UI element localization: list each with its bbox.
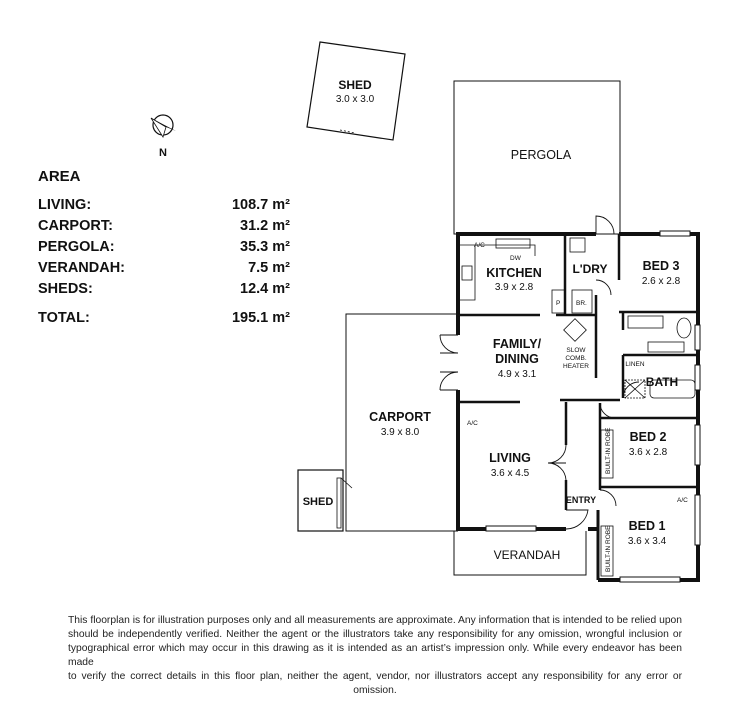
laundry-label: L'DRY xyxy=(572,262,607,276)
area-row-label: CARPORT: xyxy=(38,218,113,234)
family-dims: 4.9 x 3.1 xyxy=(498,369,537,380)
heater-label-line2: COMB. xyxy=(565,355,587,362)
living-dims: 3.6 x 4.5 xyxy=(491,468,530,479)
fixtures xyxy=(460,237,696,577)
area-row-label: LIVING: xyxy=(38,197,92,213)
broom-label: BR. xyxy=(576,300,587,307)
disclaimer-line-2: should be independently verified. Neithe… xyxy=(68,629,682,640)
bed2-label: BED 2 xyxy=(630,430,667,444)
heater-label-line1: SLOW xyxy=(566,347,586,354)
bed2-dims: 3.6 x 2.8 xyxy=(629,447,668,458)
area-row-value: 12.4 m² xyxy=(240,281,290,297)
area-row-label: SHEDS: xyxy=(38,281,93,297)
disclaimer: This floorplan is for illustration purpo… xyxy=(68,614,682,698)
dishwasher-label: DW xyxy=(510,255,522,262)
kitchen-ac-label: A/C xyxy=(474,242,485,249)
doors xyxy=(439,215,640,530)
area-row-verandah: VERANDAH: 7.5 m² xyxy=(38,258,290,279)
kitchen-dims: 3.9 x 2.8 xyxy=(495,282,534,293)
living-ac-label: A/C xyxy=(467,420,478,427)
area-total-label: TOTAL: xyxy=(38,310,90,326)
area-row-value: 7.5 m² xyxy=(248,260,290,276)
shed-top: SHED 3.0 x 3.0 xyxy=(306,41,406,141)
fixture-labels: A/C DW P BR. A/C A/C BUILT-IN ROBE BUILT… xyxy=(467,242,688,572)
disclaimer-line-3: typographical error which may occur in t… xyxy=(68,643,682,668)
area-row-pergola: PERGOLA: 35.3 m² xyxy=(38,237,290,258)
bed1-robe-label: BUILT-IN ROBE xyxy=(605,525,612,572)
pantry-label: P xyxy=(556,300,560,307)
area-summary: AREA LIVING: 108.7 m² CARPORT: 31.2 m² P… xyxy=(38,168,290,329)
family-label-line1: FAMILY/ xyxy=(493,337,542,351)
area-row-sheds: SHEDS: 12.4 m² xyxy=(38,279,290,300)
area-row-label: VERANDAH: xyxy=(38,260,125,276)
carport: CARPORT 3.9 x 8.0 xyxy=(345,313,458,532)
windows xyxy=(485,230,701,583)
area-row-label: PERGOLA: xyxy=(38,239,115,255)
family-label-line2: DINING xyxy=(495,352,539,366)
carport-label: CARPORT xyxy=(369,410,431,424)
area-row-living: LIVING: 108.7 m² xyxy=(38,195,290,216)
area-row-value: 35.3 m² xyxy=(240,239,290,255)
bed1-ac-label: A/C xyxy=(677,497,688,504)
area-row-carport: CARPORT: 31.2 m² xyxy=(38,216,290,237)
bed1-dims: 3.6 x 3.4 xyxy=(628,536,667,547)
shed-top-dims: 3.0 x 3.0 xyxy=(336,94,375,105)
room-labels: KITCHEN 3.9 x 2.8 L'DRY BED 3 2.6 x 2.8 … xyxy=(486,259,680,547)
disclaimer-line-4: to verify the correct details in this fl… xyxy=(68,671,682,696)
bed3-label: BED 3 xyxy=(643,259,680,273)
bed1-label: BED 1 xyxy=(629,519,666,533)
shed-top-label: SHED xyxy=(338,78,372,92)
bed3-dims: 2.6 x 2.8 xyxy=(642,276,681,287)
north-arrow-icon: N xyxy=(150,114,176,159)
area-total-value: 195.1 m² xyxy=(231,310,290,326)
area-row-total: TOTAL: 195.1 m² xyxy=(38,308,290,329)
heater-label-line3: HEATER xyxy=(563,363,589,370)
verandah-label: VERANDAH xyxy=(494,548,561,562)
north-label: N xyxy=(159,147,167,159)
disclaimer-line-1: This floorplan is for illustration purpo… xyxy=(68,615,682,626)
pergola-label: PERGOLA xyxy=(511,148,572,162)
kitchen-label: KITCHEN xyxy=(486,266,542,280)
verandah: VERANDAH xyxy=(453,531,587,576)
bed2-robe-label: BUILT-IN ROBE xyxy=(605,427,612,474)
entry-label: ENTRY xyxy=(566,495,596,505)
bath-label: BATH xyxy=(646,375,678,389)
carport-dims: 3.9 x 8.0 xyxy=(381,427,420,438)
shed-small-label: SHED xyxy=(303,496,334,508)
area-row-value: 31.2 m² xyxy=(240,218,290,234)
area-row-value: 108.7 m² xyxy=(231,197,290,213)
living-label: LIVING xyxy=(489,451,531,465)
shed-small: SHED xyxy=(297,469,353,532)
area-title: AREA xyxy=(38,168,81,185)
pergola: PERGOLA xyxy=(453,80,621,235)
linen-label: LINEN xyxy=(625,361,644,368)
